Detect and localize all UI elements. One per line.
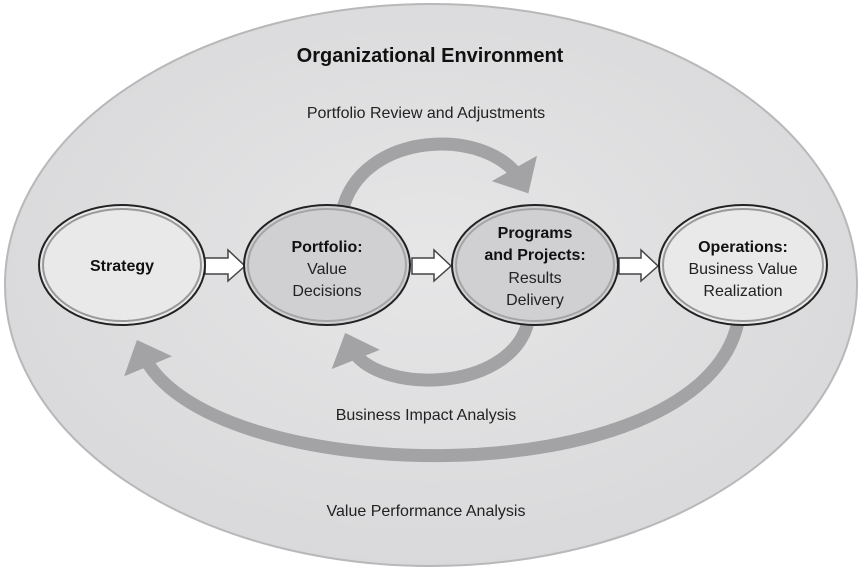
- portfolio-review-arc: [335, 137, 537, 214]
- arc-label-top: Portfolio Review and Adjustments: [307, 105, 545, 122]
- node-operations-line1: Business Value: [688, 261, 797, 278]
- diagram-title: Organizational Environment: [297, 45, 564, 67]
- node-portfolio-line2: Decisions: [292, 283, 361, 300]
- node-programs-line1: Results: [508, 270, 561, 287]
- node-operations-title: Operations:: [698, 239, 788, 256]
- node-portfolio-line1: Value: [307, 261, 347, 278]
- node-programs-line2: Delivery: [506, 292, 564, 309]
- arc-label-bottom: Value Performance Analysis: [327, 503, 526, 520]
- node-strategy-title: Strategy: [90, 258, 154, 275]
- business-impact-arc: [331, 319, 535, 387]
- arrow-portfolio-to-programs: [411, 248, 453, 283]
- node-portfolio: Portfolio: Value Decisions: [243, 204, 411, 326]
- node-programs-projects: Programs and Projects: Results Delivery: [451, 204, 619, 326]
- node-strategy: Strategy: [38, 204, 206, 326]
- node-operations-line2: Realization: [703, 283, 782, 300]
- node-operations: Operations: Business Value Realization: [658, 204, 828, 326]
- arrow-strategy-to-portfolio: [204, 248, 247, 283]
- node-programs-title1: Programs: [498, 225, 573, 242]
- arrow-programs-to-operations: [618, 248, 660, 283]
- organizational-environment-ellipse: [4, 3, 858, 567]
- value-performance-arc: [124, 320, 745, 463]
- node-programs-title2: and Projects:: [484, 247, 585, 264]
- arc-label-middle: Business Impact Analysis: [336, 407, 517, 424]
- node-portfolio-title: Portfolio:: [291, 239, 362, 256]
